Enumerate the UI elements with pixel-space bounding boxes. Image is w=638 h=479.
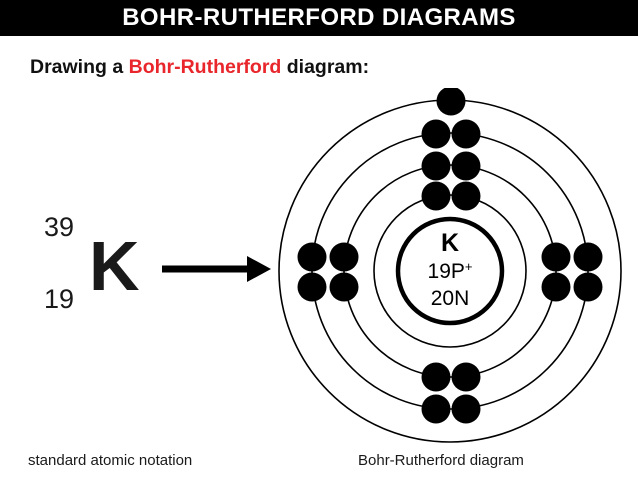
bohr-rutherford-diagram: K 19P+ 20N bbox=[278, 88, 622, 443]
right-arrow-icon bbox=[162, 256, 271, 282]
element-symbol: K bbox=[89, 227, 140, 305]
mass-number: 39 bbox=[44, 212, 75, 242]
caption-standard-atomic-notation: standard atomic notation bbox=[28, 452, 193, 469]
electron bbox=[451, 362, 481, 392]
electron bbox=[451, 119, 481, 149]
electron bbox=[329, 242, 359, 272]
subtitle-accent: Bohr-Rutherford bbox=[128, 56, 282, 78]
shell-4-electrons bbox=[436, 88, 466, 116]
standard-atomic-notation: 39 19 K bbox=[34, 212, 164, 328]
header-bar bbox=[0, 0, 638, 36]
nucleus-proton-charge: + bbox=[465, 259, 473, 274]
electron bbox=[573, 242, 603, 272]
nucleus-symbol: K bbox=[441, 229, 459, 257]
electron bbox=[451, 394, 481, 424]
nucleus-neutrons: 20N bbox=[431, 287, 470, 310]
electron bbox=[451, 181, 481, 211]
electron bbox=[421, 119, 451, 149]
shell-2-electrons bbox=[329, 151, 571, 392]
electron bbox=[297, 242, 327, 272]
electron bbox=[421, 151, 451, 181]
nucleus-circle bbox=[395, 216, 505, 326]
electron bbox=[541, 242, 571, 272]
nucleus: K 19P+ 20N bbox=[395, 216, 505, 326]
subtitle-text-before: Drawing a bbox=[30, 56, 129, 78]
nucleus-protons-value: 19P bbox=[428, 260, 465, 283]
atomic-number: 19 bbox=[44, 284, 75, 314]
shell-3-electrons bbox=[297, 119, 603, 424]
electron bbox=[541, 272, 571, 302]
electron bbox=[421, 394, 451, 424]
page-title: BOHR-RUTHERFORD DIAGRAMS bbox=[122, 4, 516, 31]
valence-electron bbox=[436, 88, 466, 116]
electron bbox=[421, 181, 451, 211]
subtitle: Drawing a Bohr-Rutherford diagram: bbox=[30, 56, 369, 79]
electron bbox=[297, 272, 327, 302]
electron bbox=[573, 272, 603, 302]
nucleus-protons: 19P+ bbox=[428, 259, 473, 283]
shell-1-electrons bbox=[421, 181, 481, 211]
electron bbox=[421, 362, 451, 392]
caption-bohr-rutherford-diagram: Bohr-Rutherford diagram bbox=[358, 452, 524, 469]
electron bbox=[451, 151, 481, 181]
subtitle-text-after: diagram: bbox=[281, 56, 370, 78]
electron bbox=[329, 272, 359, 302]
